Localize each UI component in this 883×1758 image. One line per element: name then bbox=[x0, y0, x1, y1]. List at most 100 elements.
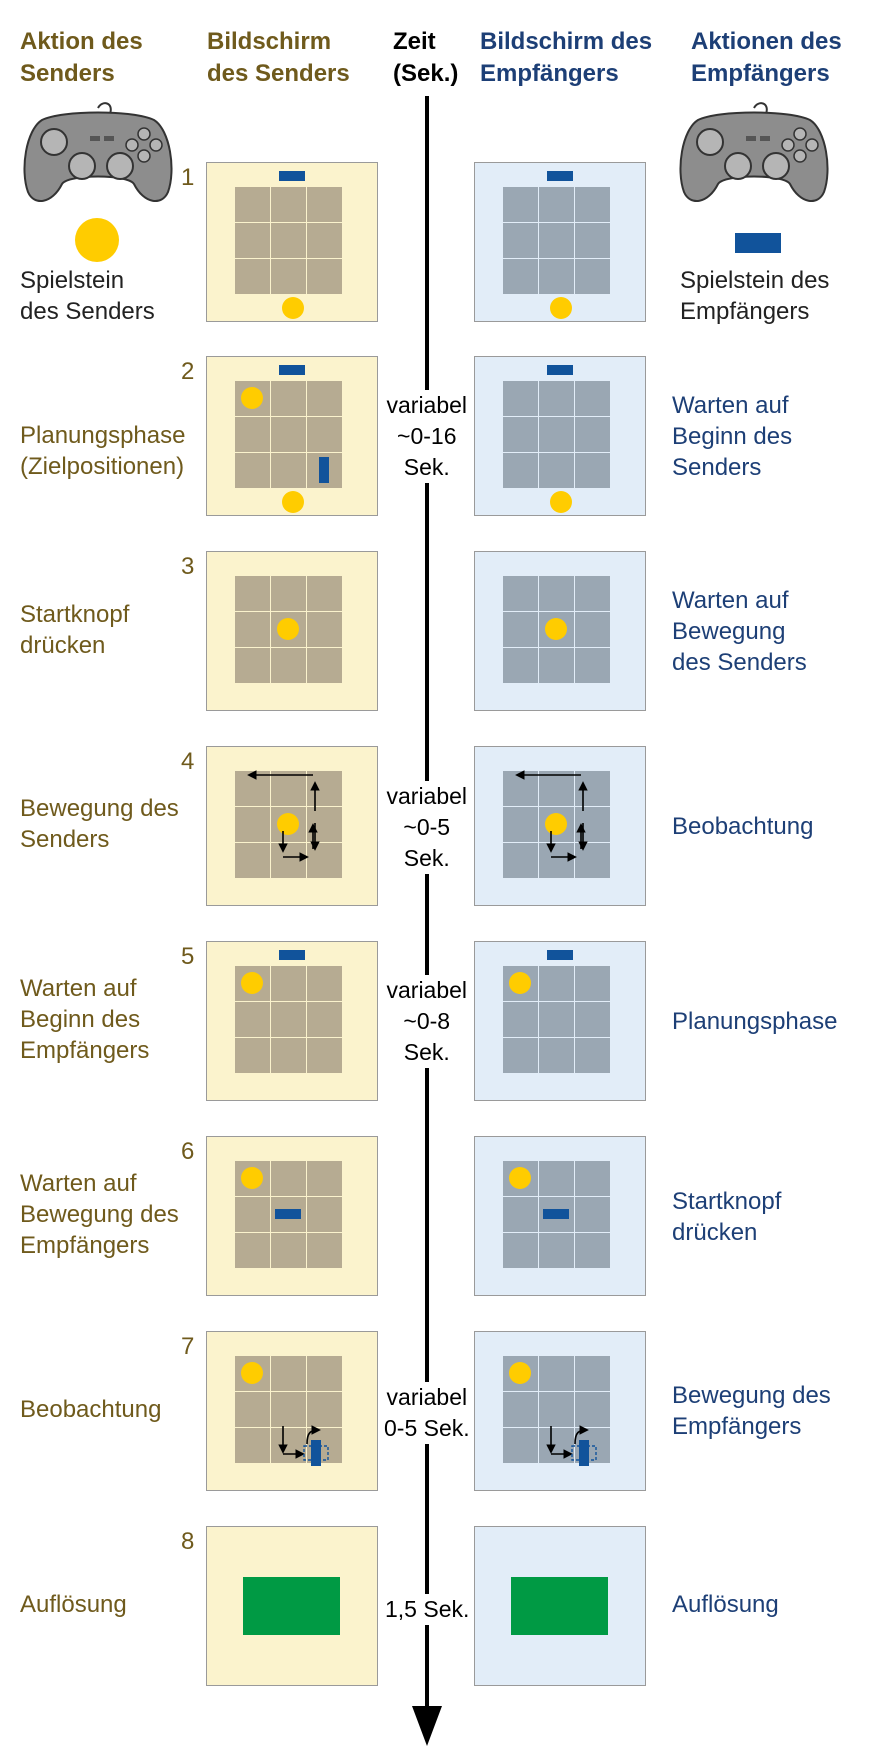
grid-cell bbox=[235, 576, 270, 611]
game-grid bbox=[503, 966, 611, 1074]
grid-cell bbox=[307, 187, 342, 222]
grid-cell bbox=[503, 1197, 538, 1232]
grid-cell bbox=[503, 576, 538, 611]
receiver-action-label: Planungsphase bbox=[672, 1008, 838, 1035]
grid-cell bbox=[307, 1392, 342, 1427]
sender-screen-panel bbox=[206, 746, 378, 906]
grid-cell bbox=[307, 1038, 342, 1073]
grid-cell bbox=[271, 381, 306, 416]
sender-token bbox=[550, 297, 572, 319]
grid-cell bbox=[503, 187, 538, 222]
grid-cell bbox=[575, 1392, 610, 1427]
grid-cell bbox=[575, 381, 610, 416]
grid-cell bbox=[539, 648, 574, 683]
grid-cell bbox=[539, 453, 574, 488]
sender-gamepad-icon bbox=[23, 102, 173, 202]
sender-token bbox=[241, 1362, 263, 1384]
receiver-token-legend-label: Spielstein des Empfängers bbox=[680, 267, 830, 325]
grid-cell bbox=[503, 223, 538, 258]
game-grid bbox=[235, 966, 343, 1074]
sender-action-label: Bewegung des Senders bbox=[20, 795, 179, 853]
sender-action-label: Warten auf Bewegung des Empfängers bbox=[20, 1170, 179, 1259]
sender-action-label: Planungsphase (Zielpositionen) bbox=[20, 422, 186, 480]
grid-cell bbox=[235, 1428, 270, 1463]
header-time: Zeit (Sek.) bbox=[393, 28, 459, 87]
grid-cell bbox=[271, 453, 306, 488]
grid-cell bbox=[235, 453, 270, 488]
grid-cell bbox=[539, 417, 574, 452]
receiver-action-label: Startknopf drücken bbox=[672, 1188, 782, 1246]
receiver-screen-panel bbox=[474, 162, 646, 322]
receiver-action-label: Warten auf Bewegung des Senders bbox=[672, 587, 807, 676]
receiver-action-label: Beobachtung bbox=[672, 813, 814, 840]
grid-cell bbox=[307, 576, 342, 611]
grid-cell bbox=[235, 612, 270, 647]
sender-token bbox=[550, 491, 572, 513]
grid-cell bbox=[575, 1002, 610, 1037]
duration-label: 1,5 Sek. bbox=[383, 1594, 472, 1625]
grid-cell bbox=[575, 259, 610, 294]
grid-cell bbox=[503, 1233, 538, 1268]
receiver-action-label: Bewegung des Empfängers bbox=[672, 1382, 831, 1440]
move-arrow bbox=[574, 1425, 589, 1445]
step-number: 4 bbox=[181, 748, 195, 775]
grid-cell bbox=[503, 1392, 538, 1427]
grid-cell bbox=[271, 259, 306, 294]
grid-cell bbox=[503, 453, 538, 488]
sender-token bbox=[509, 1362, 531, 1384]
grid-cell bbox=[307, 417, 342, 452]
grid-cell bbox=[271, 1038, 306, 1073]
grid-cell bbox=[271, 966, 306, 1001]
grid-cell bbox=[575, 223, 610, 258]
grid-cell bbox=[307, 1002, 342, 1037]
receiver-screen-panel bbox=[474, 941, 646, 1101]
grid-cell bbox=[235, 648, 270, 683]
receiver-screen-panel bbox=[474, 746, 646, 906]
grid-cell bbox=[539, 1356, 574, 1391]
receiver-screen-panel bbox=[474, 356, 646, 516]
grid-cell bbox=[235, 1038, 270, 1073]
grid-cell bbox=[539, 576, 574, 611]
grid-cell bbox=[307, 648, 342, 683]
grid-cell bbox=[503, 843, 538, 878]
sender-token bbox=[241, 387, 263, 409]
grid-cell bbox=[271, 771, 306, 806]
grid-cell bbox=[503, 807, 538, 842]
grid-cell bbox=[503, 1002, 538, 1037]
grid-cell bbox=[575, 1161, 610, 1196]
receiver-screen-panel bbox=[474, 551, 646, 711]
movement-arrows bbox=[515, 770, 588, 862]
grid-cell bbox=[235, 223, 270, 258]
sender-token bbox=[282, 491, 304, 513]
sender-token-legend-label: Spielstein des Senders bbox=[20, 267, 155, 325]
game-grid bbox=[503, 381, 611, 489]
receiver-token bbox=[275, 1209, 301, 1219]
grid-cell bbox=[235, 1197, 270, 1232]
header-receiver-screen: Bildschirm des Empfängers bbox=[480, 28, 653, 87]
sender-token-legend-icon bbox=[75, 218, 119, 262]
sender-action-label: Auflösung bbox=[20, 1591, 127, 1618]
step-number: 1 bbox=[181, 164, 195, 191]
receiver-token bbox=[311, 1440, 321, 1466]
receiver-action-label: Auflösung bbox=[672, 1591, 779, 1618]
receiver-screen-panel bbox=[474, 1136, 646, 1296]
grid-cell bbox=[271, 1233, 306, 1268]
grid-cell bbox=[575, 417, 610, 452]
sender-screen-panel bbox=[206, 551, 378, 711]
grid-cell bbox=[235, 259, 270, 294]
grid-cell bbox=[575, 1233, 610, 1268]
receiver-token bbox=[279, 950, 305, 960]
header-receiver-actions: Aktionen des Empfängers bbox=[691, 28, 842, 87]
sender-token bbox=[277, 618, 299, 640]
grid-cell bbox=[271, 1392, 306, 1427]
sender-token bbox=[282, 297, 304, 319]
grid-cell bbox=[271, 576, 306, 611]
receiver-token bbox=[547, 950, 573, 960]
receiver-token bbox=[279, 171, 305, 181]
grid-cell bbox=[307, 381, 342, 416]
grid-cell bbox=[539, 223, 574, 258]
grid-cell bbox=[575, 1356, 610, 1391]
grid-cell bbox=[235, 1392, 270, 1427]
grid-cell bbox=[307, 1161, 342, 1196]
grid-cell bbox=[307, 1233, 342, 1268]
